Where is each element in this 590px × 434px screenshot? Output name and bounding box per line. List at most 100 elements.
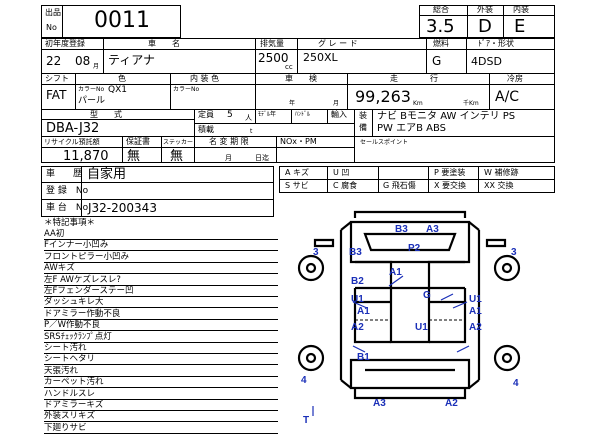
shift-label: シフト (45, 74, 69, 83)
note-rule (44, 273, 278, 275)
grade: 250XL (303, 51, 338, 64)
damage-mark: A2 (351, 322, 364, 333)
damage-mark: U1 (415, 322, 428, 333)
damage-mark: A1 (469, 306, 482, 317)
mileage-label: 走 行 (390, 74, 438, 83)
lot-label-no: No (46, 23, 57, 32)
note-rule (44, 432, 278, 434)
special-note-item: AA初 (44, 229, 65, 239)
note-rule (44, 410, 278, 411)
special-note-item: Fインナー小凹み (44, 240, 109, 251)
door-label: ﾄﾞｱ・形状 (478, 39, 514, 48)
damage-mark: B2 (351, 276, 364, 287)
legend-xx: XX 交換 (484, 181, 514, 190)
legend-u: U 凹 (333, 168, 350, 177)
legend-c: C 腐食 (333, 181, 358, 190)
interior-color-label: 内 装 色 (190, 74, 220, 83)
name-change-label: 名 変 期 限 (209, 137, 249, 146)
damage-mark: U1 (351, 294, 364, 305)
import-label: 輸入 (331, 110, 347, 119)
note-rule (44, 296, 278, 297)
damage-mark: A3 (426, 224, 439, 235)
chassis-no: J32-200343 (88, 201, 157, 215)
overall-score: 3.5 (426, 16, 455, 37)
equipment-line-1: ナビ Bモニタ AW インテリ PS (377, 111, 516, 122)
legend-s: S サビ (285, 181, 309, 190)
special-note-item: ドアミラー作動不良 (44, 308, 121, 319)
inspection-month-unit: 月 (333, 100, 340, 107)
note-rule (44, 318, 278, 320)
special-note-item: ハンドルスレ (44, 388, 96, 399)
reg-month-unit: 月 (93, 63, 100, 70)
legend-g: G 飛石傷 (383, 181, 416, 190)
note-rule (44, 261, 278, 263)
interior-color-no-label: カラーNo (173, 86, 200, 93)
note-rule (44, 250, 278, 252)
mark-arrow-1 (388, 275, 404, 287)
capacity-value: 5 (227, 110, 233, 120)
damage-mark: B3 (395, 224, 408, 235)
special-note-item: SRSﾁｪｯｸﾗﾝﾌﾟ点灯 (44, 331, 112, 342)
damage-mark: B3 (349, 247, 362, 258)
equipment-line-2: PW エアB ABS (377, 123, 447, 134)
load-label: 積載 (198, 125, 214, 134)
color-no: QX1 (108, 85, 127, 95)
legend-x: X 要交換 (434, 181, 467, 190)
shift-value: FAT (46, 88, 67, 102)
special-note-item: シート汚れ (44, 343, 87, 353)
history-label: 車 歴 (46, 169, 83, 179)
sales-point-label: セールスポイント (360, 139, 409, 146)
history-box (41, 166, 274, 217)
legend-a: A キズ (285, 168, 310, 177)
reg-month: 08 (75, 54, 91, 68)
warranty-label: 保証書 (126, 137, 150, 146)
special-note-item: カーペット汚れ (44, 377, 104, 388)
damage-mark: U1 (469, 294, 482, 305)
damage-mark: 4 (301, 375, 307, 386)
interior-grade: E (514, 16, 526, 37)
special-note-item: P／W作動不良 (44, 320, 101, 331)
damage-mark: A3 (373, 398, 386, 409)
info-grid (41, 38, 555, 163)
exterior-grade: D (478, 16, 492, 37)
exterior-label: 外装 (477, 5, 493, 14)
model-label: 型 式 (90, 110, 122, 119)
ac-value: A/C (495, 89, 520, 105)
special-note-item: 左Fフェンダーステー凹 (44, 286, 134, 296)
special-note-item: 天張汚れ (44, 365, 79, 376)
color-no-label: カラーNo (78, 86, 105, 93)
note-rule (44, 364, 278, 366)
damage-mark: A2 (469, 322, 482, 333)
chassis-label: 車 台 No (46, 203, 89, 213)
displacement: 2500 (258, 51, 289, 65)
equipment-label: 装 (359, 111, 367, 120)
color-label: 色 (118, 74, 126, 83)
mark-arrow-5 (352, 345, 366, 353)
displacement-unit: cc (285, 63, 293, 71)
grade-label: グ レ ー ド (318, 39, 358, 48)
lot-number: 0011 (94, 8, 150, 33)
mark-arrow-6 (456, 345, 470, 353)
name-change-month-unit: 月 (225, 154, 232, 162)
handle-label: ﾊﾝﾄﾞﾙ (295, 111, 311, 118)
special-note-item: ダッシュキレ大 (44, 297, 104, 308)
note-rule (44, 341, 278, 343)
sticker-label: ステッカー (163, 139, 194, 146)
recycle-label: リサイクル預託額 (44, 138, 100, 146)
color-value: パール (78, 96, 106, 106)
warranty-value: 無 (127, 149, 141, 164)
note-rule (44, 387, 278, 389)
note-rule (44, 307, 278, 309)
damage-mark: T (303, 415, 309, 426)
capacity-label: 定員 (198, 110, 214, 119)
note-rule (44, 421, 278, 423)
special-note-item: 左F AWケズレスレ? (44, 274, 121, 285)
damage-mark: 4 (513, 378, 519, 389)
car-name-label: 車 名 (148, 39, 180, 48)
note-rule (44, 398, 278, 400)
recycle-amount: 11,870 (63, 149, 109, 164)
score-label: 総合 (433, 5, 449, 14)
model-year-label: ﾓﾃﾞﾙ年 (258, 111, 277, 118)
score-box (419, 5, 555, 38)
special-note-item: 外装スリキズ (44, 411, 96, 422)
